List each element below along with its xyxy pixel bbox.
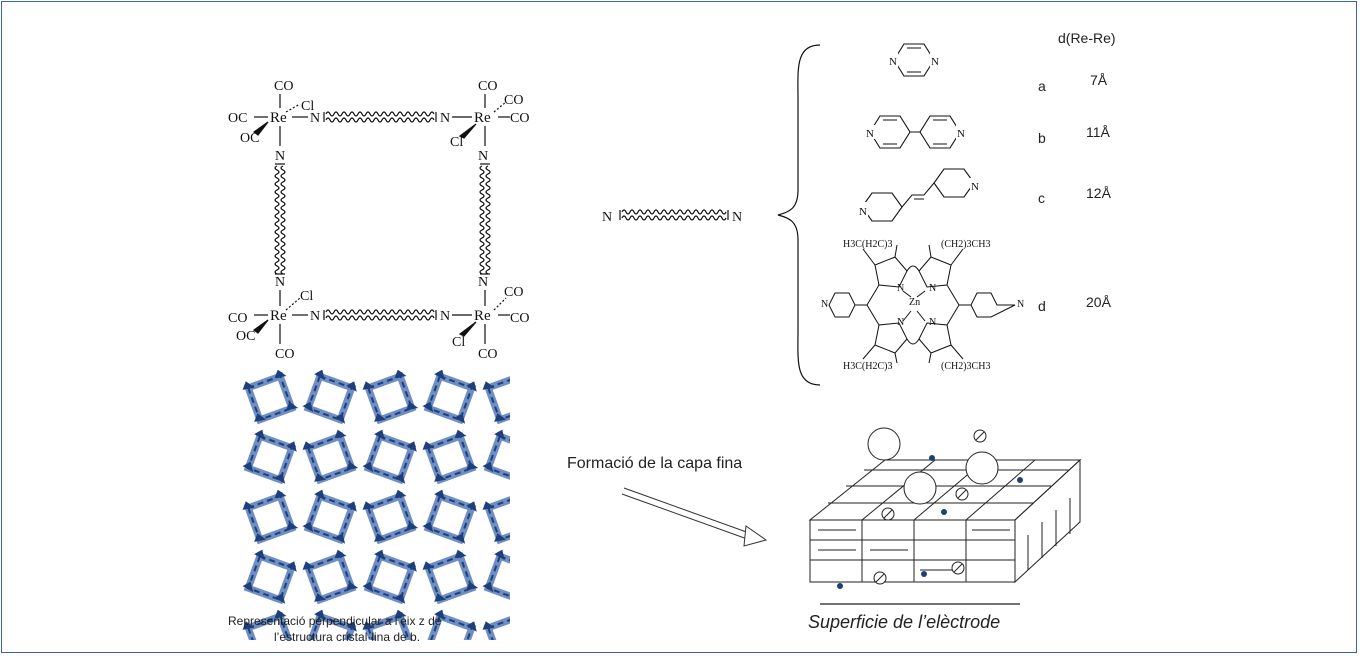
molecular-square: CO Cl OC Re N OC N CO CO N Re CO Cl N N …	[228, 79, 529, 362]
n-label: N	[866, 128, 874, 140]
ligand-d-distance: 20Å	[1086, 294, 1111, 310]
substituent-label: (CH2)3CH3	[941, 239, 990, 250]
crystal-ring	[242, 489, 299, 545]
re-label: Re	[474, 110, 491, 126]
n-label: N	[275, 275, 285, 290]
n-label: N	[1017, 299, 1024, 310]
caption-line-1: Representació perpendicular a l’eix z de	[228, 614, 442, 628]
ligand-a-letter: a	[1038, 78, 1046, 94]
co-label: CO	[274, 79, 293, 94]
ligand-c-distance: 12Å	[1086, 185, 1111, 201]
n-label: N	[929, 283, 936, 294]
crystal-ring	[362, 429, 417, 485]
caption-line-2: l’estructura cristal·lina de b.	[274, 630, 421, 644]
n-label: N	[440, 111, 450, 126]
crystal-ring	[362, 489, 419, 545]
process-arrow	[621, 487, 768, 547]
ligand-b-letter: b	[1038, 130, 1046, 146]
co-label: CO	[510, 111, 529, 126]
n-label: N	[440, 309, 450, 324]
re-label: Re	[474, 308, 491, 324]
n-label: N	[931, 56, 939, 68]
n-label: N	[897, 317, 904, 328]
ligand-d-letter: d	[1038, 298, 1046, 314]
crystal-ring	[423, 609, 477, 640]
re-label: Re	[270, 308, 287, 324]
substituent-label: H3C(H2C)3	[843, 361, 892, 372]
n-label: N	[478, 149, 488, 164]
distance-header: d(Re-Re)	[1058, 30, 1116, 46]
substituent-label: (CH2)3CH3	[941, 361, 990, 372]
n-label: N	[897, 283, 904, 294]
cl-label: Cl	[301, 99, 314, 114]
ligand-d-structure: H3C(H2C)3 (CH2)3CH3 H3C(H2C)3 (CH2)3CH3 …	[821, 239, 1024, 372]
n-label: N	[275, 149, 285, 164]
crystal-ring	[422, 489, 477, 545]
ligand-c-structure: N N	[858, 168, 980, 222]
crystal-ring	[422, 370, 477, 425]
crystal-ring	[482, 549, 510, 605]
generic-linker: N N	[602, 209, 742, 225]
ligand-a-distance: 7Å	[1090, 72, 1108, 88]
co-label: CO	[478, 347, 497, 362]
cl-label: Cl	[450, 135, 463, 150]
co-label: CO	[275, 347, 294, 362]
co-label: CO	[504, 285, 523, 300]
crystal-ring	[302, 370, 357, 425]
crystal-ring	[482, 429, 510, 485]
n-label: N	[310, 111, 320, 126]
ligand-c-letter: c	[1038, 190, 1045, 206]
n-label: N	[929, 317, 936, 328]
crystal-structure-image	[242, 370, 510, 640]
arrow-label: Formació de la capa fina	[567, 455, 743, 472]
crystal-ring	[242, 429, 297, 485]
crystal-ring	[482, 371, 510, 425]
crystal-ring	[362, 370, 419, 425]
crystal-ring	[422, 429, 479, 485]
oc-label: OC	[236, 329, 255, 344]
n-label: N	[310, 309, 320, 324]
n-label: N	[478, 275, 488, 290]
curly-brace	[777, 44, 821, 386]
n-label: N	[602, 210, 612, 225]
crystal-ring	[482, 611, 510, 640]
n-label: N	[957, 128, 965, 140]
crystal-ring	[482, 491, 510, 545]
n-label: N	[971, 181, 979, 193]
zn-label: Zn	[909, 297, 920, 308]
crystal-ring	[302, 489, 357, 545]
surface-label: Superficie de l’elèctrode	[808, 612, 1001, 632]
re-label: Re	[270, 110, 287, 126]
crystal-ring	[302, 549, 359, 605]
n-label: N	[859, 206, 867, 218]
crystal-ring	[362, 609, 417, 640]
electrode-film	[808, 427, 1082, 605]
n-label: N	[732, 210, 742, 225]
co-label: CO	[228, 311, 247, 326]
crystal-ring	[302, 429, 359, 485]
cl-label: Cl	[300, 289, 313, 304]
co-label: CO	[510, 311, 529, 326]
co-label: CO	[478, 79, 497, 94]
crystal-ring	[303, 609, 357, 640]
crystal-ring	[362, 549, 417, 605]
n-label: N	[821, 299, 828, 310]
ligand-b-distance: 11Å	[1086, 124, 1110, 140]
crystal-ring	[242, 549, 297, 605]
co-label: CO	[504, 93, 523, 108]
crystal-ring	[242, 370, 299, 425]
n-label: N	[889, 56, 897, 68]
ligand-a-structure: N N	[888, 43, 940, 77]
crystal-ring	[242, 609, 297, 640]
substituent-label: H3C(H2C)3	[843, 239, 892, 250]
ligand-b-structure: N N	[865, 115, 966, 149]
oc-label: OC	[228, 111, 247, 126]
crystal-ring	[422, 549, 479, 605]
oc-label: OC	[240, 131, 259, 146]
cl-label: Cl	[452, 335, 465, 350]
